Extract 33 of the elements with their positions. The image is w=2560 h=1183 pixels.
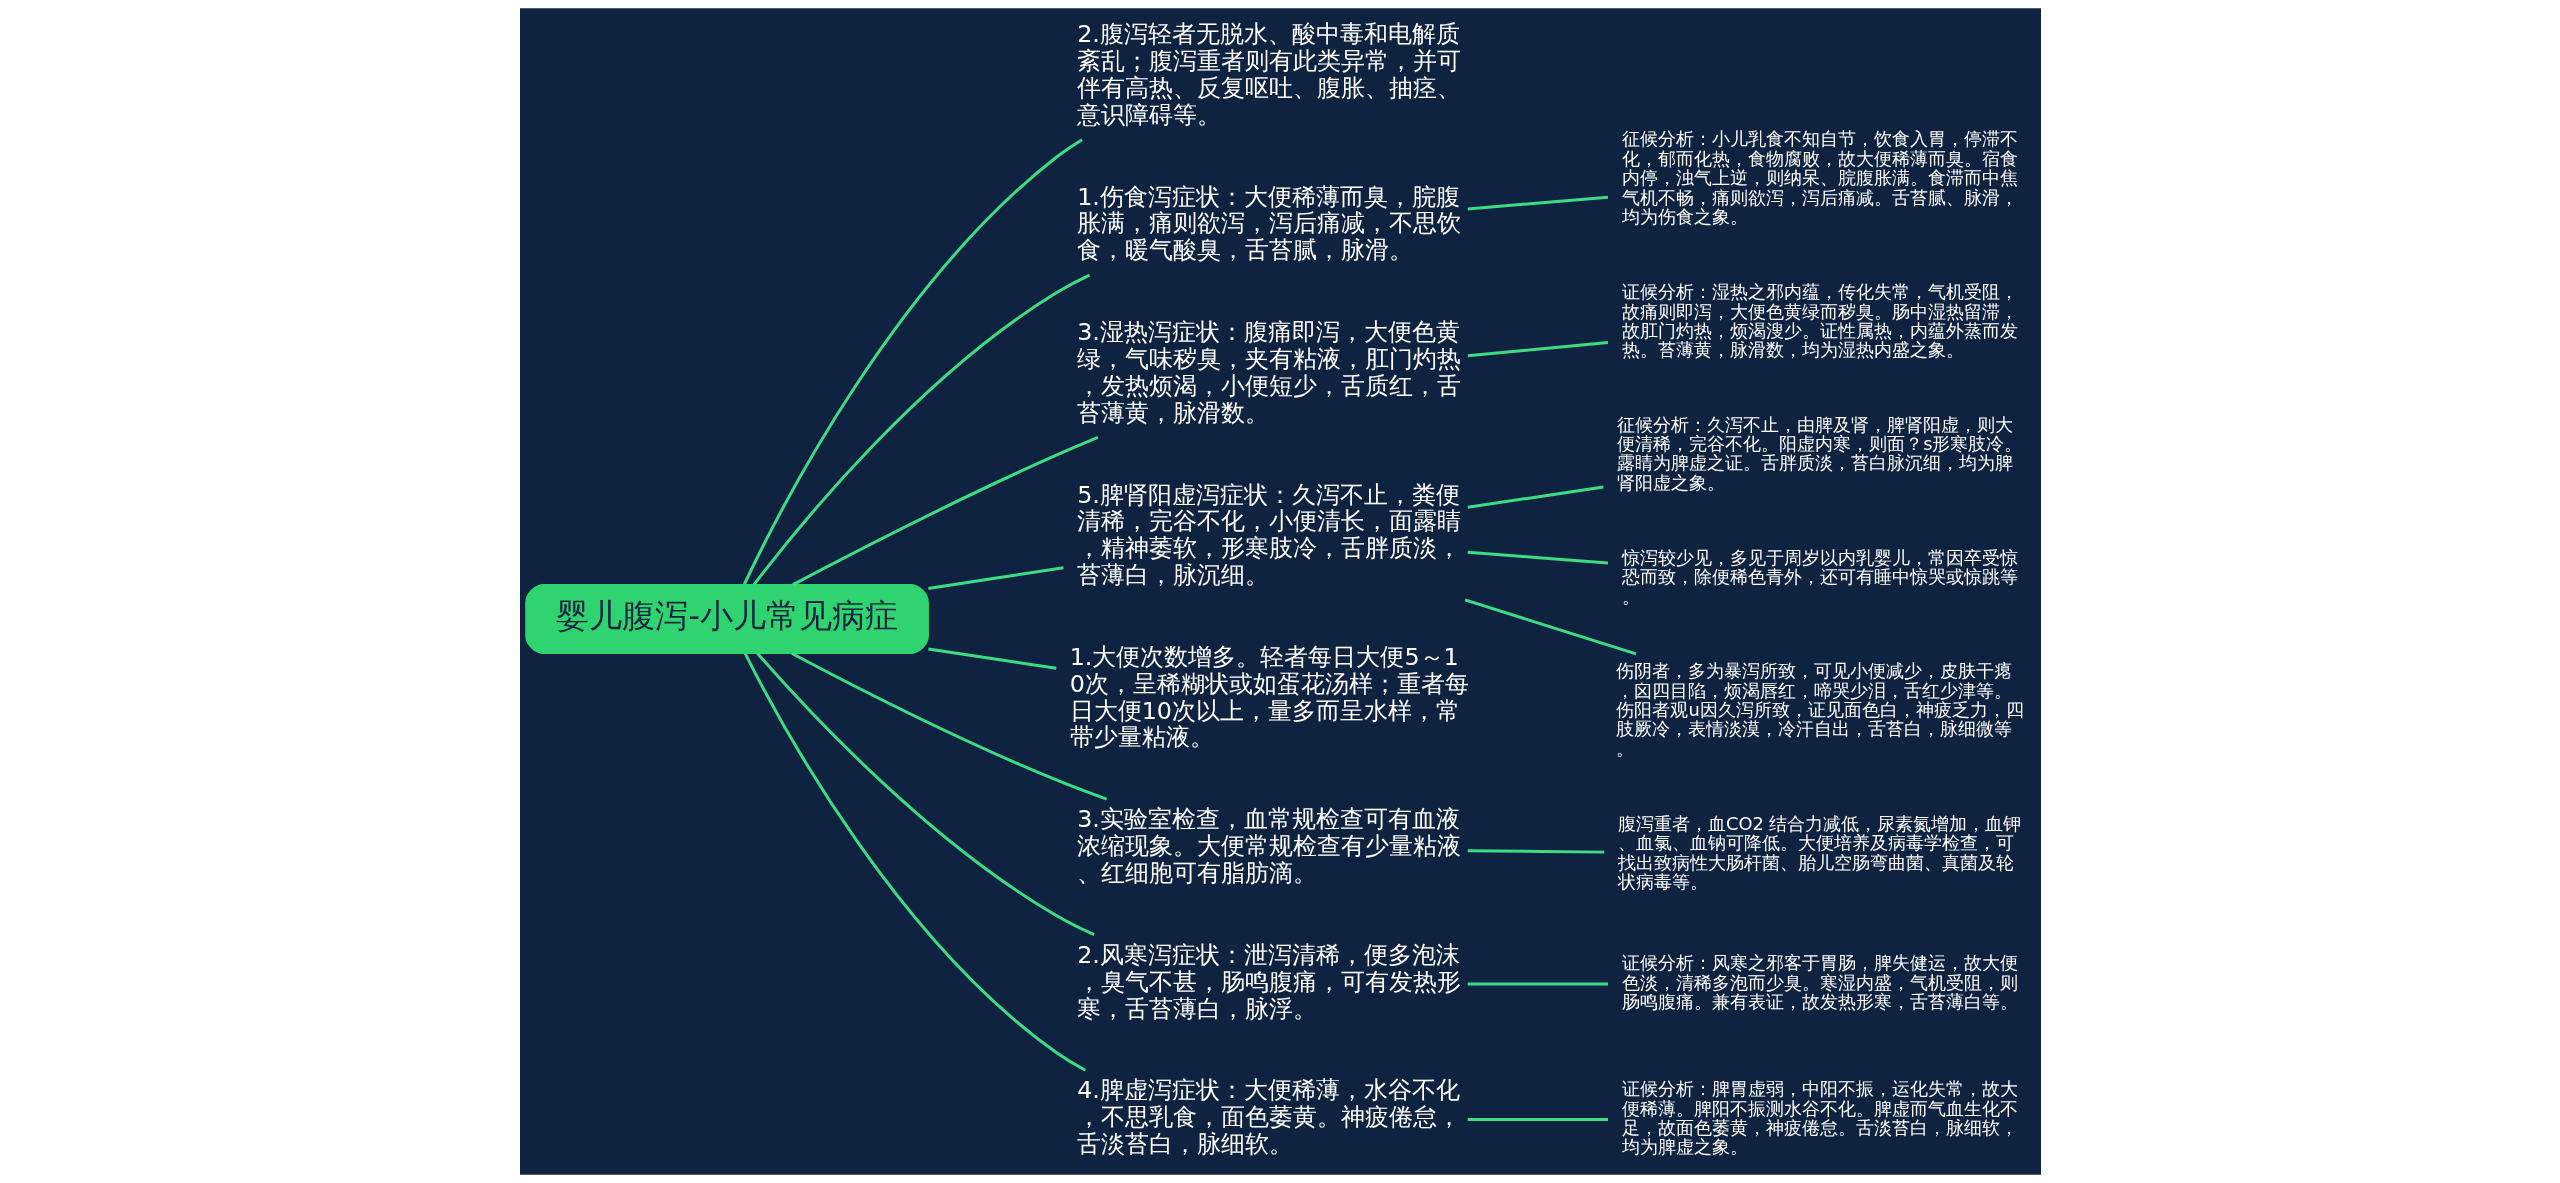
connector [1467, 982, 1608, 986]
connector [791, 436, 1098, 586]
connector [1467, 550, 1608, 565]
connector [743, 652, 1086, 1072]
connector [927, 566, 1064, 590]
connector [1467, 340, 1608, 358]
node-text: 2.风寒泻症状：泄泻清稀，便多泡沫，臭气不甚，肠鸣腹痛，可有发热形寒，舌苔薄白，脉浮。 [1076, 940, 1461, 1023]
connector [755, 652, 1095, 937]
connector [1467, 849, 1604, 854]
node-text: 4.脾虚泻症状：大便稀薄，水谷不化，不思乳食，面色萎黄。神疲倦怠，舌淡苔白，脉细软。 [1076, 1076, 1461, 1159]
node-text: 征候分析：久泻不止，由脾及肾，脾肾阳虚，则大便清稀，完谷不化。阳虚内寒，则面？s形寒肢冷。露睛为脾虚之证。舌胖质淡，苔白脉沉细，均为脾肾阳虚之象。 [1616, 413, 2022, 493]
connector [742, 138, 1083, 585]
node-text: 惊泻较少见，多见于周岁以内乳婴儿，常因卒受惊恐而致，除便稀色青外，还可有睡中惊哭或惊跳等。 [1621, 547, 2018, 607]
node-text: 3.实验室检查，血常规检查可有血液浓缩现象。大便常规检查有少量粘液、红细胞可有脂肪滴。 [1076, 805, 1461, 887]
connector [1467, 195, 1608, 211]
connector [1467, 1118, 1608, 1122]
node-text: 证候分析：脾胃虚弱，中阳不振，运化失常，故大便稀薄。脾阳不振测水谷不化。脾虚而气血生化不足，故面色萎黄，神疲倦怠。舌淡苔白，脉细软，均为脾虚之象。 [1621, 1078, 2018, 1158]
node-text: 1.大便次数增多。轻者每日大便5～10次，呈稀糊状或如蛋花汤样；重者每日大便10次以上，量多而呈水样，常带少量粘液。 [1069, 642, 1469, 752]
connector [752, 273, 1090, 586]
connector [1467, 485, 1604, 509]
connector [1464, 598, 1636, 656]
connector [927, 647, 1056, 670]
node-text: 腹泻重者，血CO2 结合力减低，尿素氮增加，血钾、血氯、血钠可降低。大便培养及病毒学检查，可找出致病性大肠杆菌、胎儿空肠弯曲菌、真菌及轮状病毒等。 [1617, 813, 2021, 893]
node-text: 3.湿热泻症状：腹痛即泻，大便色黄绿，气味秽臭，夹有粘液，肛门灼热，发热烦渴，小便短少，舌质红，舌苔薄黄，脉滑数。 [1076, 318, 1461, 427]
node-text: 征候分析：小儿乳食不知自节，饮食入胃，停滞不化，郁而化热，食物腐败，故大便稀薄而臭。宿食内停，浊气上逆，则纳呆、脘腹胀满。食滞而中焦气机不畅，痛则欲泻，泻后痛减。舌苔腻、脉滑，均为伤食之象。 [1621, 128, 2018, 227]
connector [790, 652, 1107, 801]
node-text: 伤阴者，多为暴泻所致，可见小便减少，皮肤干瘪，囟四目陷，烦渴唇红，啼哭少泪，舌红少津等。伤阳者观u因久泻所致，证见面色白，神疲乏力，四肢厥冷，表情淡漠，冷汗自出，舌苔白，脉细微等。 [1615, 660, 2024, 759]
node-box: 婴儿腹泻-小儿常见病症 [524, 584, 929, 655]
node-text: 5.脾肾阳虚泻症状：久泻不止，粪便清稀，完谷不化，小便清长，面露睛，精神萎软，形寒肢冷，舌胖质淡，苔薄白，脉沉细。 [1076, 480, 1461, 590]
node-text: 证候分析：风寒之邪客于胃肠，脾失健运，故大便色淡，清稀多泡而少臭。寒湿内盛，气机受阻，则肠鸣腹痛。兼有表证，故发热形寒，舌苔薄白等。 [1621, 952, 2018, 1013]
node-text: 1.伤食泻症状：大便稀薄而臭，脘腹胀满，痛则欲泻，泻后痛减，不思饮食，暖气酸臭，舌苔腻，脉滑。 [1076, 182, 1461, 265]
node-text: 证候分析：湿热之邪内蕴，传化失常，气机受阻，故痛则即泻，大便色黄绿而秽臭。肠中湿热留滞，故肛门灼热，烦渴溲少。证性属热，内蕴外蒸而发热。苔薄黄，脉滑数，均为湿热内盛之象。 [1621, 281, 2018, 361]
node-text: 2.腹泻轻者无脱水、酸中毒和电解质紊乱；腹泻重者则有此类异常，并可伴有高热、反复呕吐、腹胀、抽痉、意识障碍等。 [1076, 20, 1461, 129]
